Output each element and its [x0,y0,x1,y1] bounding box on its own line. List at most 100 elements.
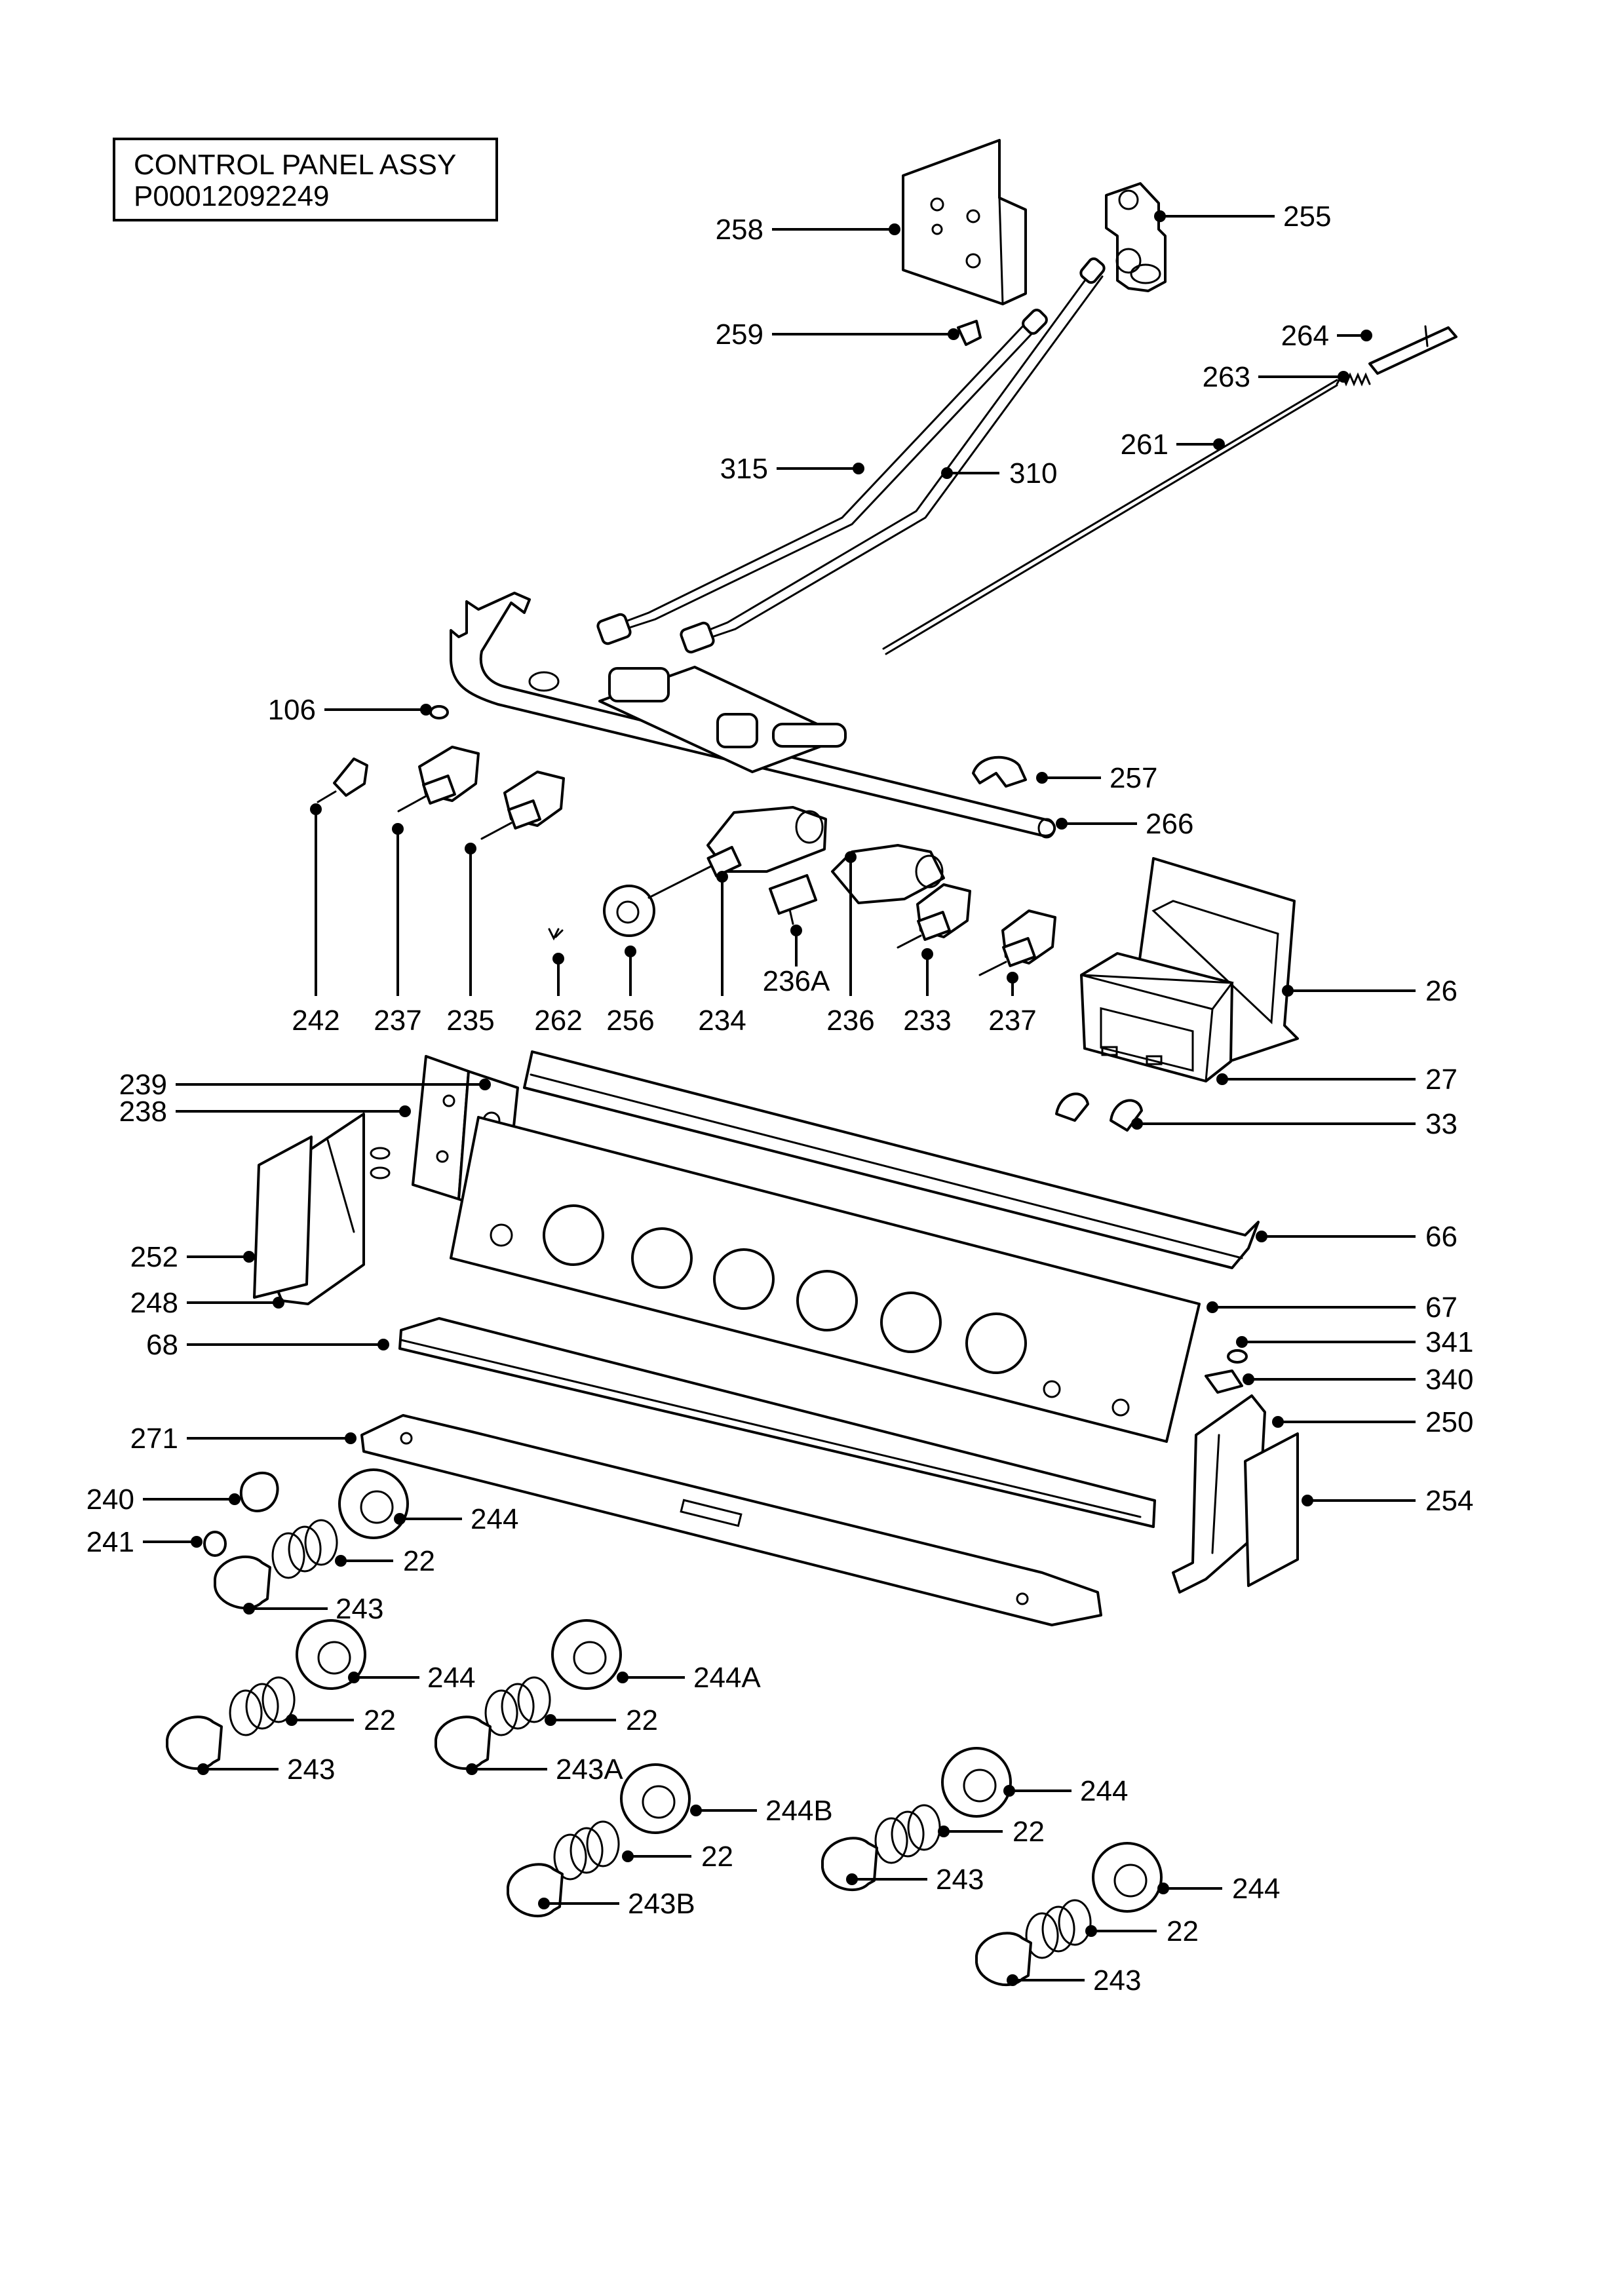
tap-236 [768,844,945,925]
leader-dot [243,1251,255,1263]
callout-244c: 244 [1003,1775,1128,1807]
callout-250: 250 [1272,1406,1473,1438]
callout-240: 240 [87,1483,241,1516]
callout-27: 27 [1216,1063,1458,1096]
part-number-label: 33 [1425,1108,1458,1140]
leader-dot [846,1873,858,1885]
knob-caps-33 [1055,1092,1143,1132]
leader-dot [399,1105,411,1117]
callout-243c: 243 [846,1864,984,1896]
callout-237b: 237 [988,972,1037,1037]
leader-dot [465,843,476,854]
leader-dot [941,467,953,479]
leader-dot [1154,210,1166,222]
leader-dot [394,1513,406,1525]
part-number-label: 256 [606,1004,654,1037]
part-number-label: 258 [716,214,763,246]
leader-dot [1003,1785,1015,1797]
part-number-label: 259 [716,318,763,351]
callout-106: 106 [268,694,432,726]
insulation-252 [253,1136,313,1299]
leader-dot [889,223,900,235]
leader-dot [716,871,728,883]
part-number-label: 22 [403,1545,435,1577]
callout-259: 259 [716,318,959,351]
knob-set-1 [214,1468,409,1609]
callout-254: 254 [1302,1485,1473,1517]
part-number-label: 243 [936,1864,984,1896]
part-number-label: 271 [130,1423,178,1455]
part-number-label: 237 [988,1004,1036,1037]
leader-dot [1282,985,1294,997]
insulation-254 [1244,1432,1299,1587]
part-number-label: 250 [1425,1406,1473,1438]
rod-261 [882,379,1338,655]
callout-22b: 22 [286,1704,396,1736]
callout-264: 264 [1281,320,1372,352]
callout-66: 66 [1256,1221,1458,1253]
leader-dot [243,1603,255,1615]
part-number-label: 22 [626,1704,658,1736]
part-number-label: 234 [698,1004,746,1037]
part-number-label: 238 [119,1096,167,1128]
part-number-label: 341 [1425,1326,1473,1358]
leader-dot [197,1763,209,1775]
clip-257 [972,756,1027,788]
clip-262 [548,928,564,941]
knob-set-2 [166,1619,366,1770]
callout-239: 239 [119,1069,491,1101]
callout-315: 315 [720,453,864,485]
leader-dot [1256,1231,1267,1242]
tap-237-right [978,909,1056,976]
leader-dot [622,1850,634,1862]
callout-67: 67 [1207,1292,1458,1324]
callout-255: 255 [1154,201,1331,233]
leader-dot [853,463,864,474]
part-number-label: 244 [1080,1775,1128,1807]
part-number-label: 264 [1281,320,1329,352]
diagram-title: CONTROL PANEL ASSY [134,149,457,181]
callout-257: 257 [1036,762,1157,794]
leader-dot [1157,1883,1169,1894]
knob-set-6 [975,1842,1163,1986]
pipe-310 [680,257,1106,654]
injector-259 [957,320,982,346]
leader-dot [545,1714,556,1726]
leader-dot [420,704,432,716]
leader-dot [552,953,564,965]
leader-dot [377,1339,389,1350]
part-number-label: 22 [701,1841,733,1873]
thermocouple-cap-256 [603,885,655,937]
valve-255 [1105,182,1167,292]
leader-dot [1361,330,1372,341]
pin-264 [1368,325,1458,375]
top-trim-66 [523,1050,1260,1269]
part-number-label: 239 [119,1069,167,1101]
part-number-label: 236A [763,965,830,997]
tap-233 [897,883,971,949]
callout-340: 340 [1243,1364,1473,1396]
part-number-label: 233 [903,1004,951,1037]
leader-dot [335,1555,347,1567]
part-number-label: 243A [556,1753,623,1786]
part-number-label: 263 [1203,361,1250,393]
callout-266: 266 [1056,808,1193,840]
callout-237a: 237 [374,823,422,1037]
bracket-258 [902,139,1027,305]
part-number-label: 257 [1110,762,1157,794]
gas-manifold-266 [450,592,1056,839]
callout-252: 252 [130,1241,255,1273]
part-number-label: 254 [1425,1485,1473,1517]
callout-22f: 22 [1085,1915,1199,1947]
part-number-label: 106 [268,694,316,726]
leader-dot [479,1079,491,1090]
callout-241: 241 [87,1526,203,1558]
leader-dot [1036,772,1048,784]
part-number-label: 241 [87,1526,134,1558]
callout-243A: 243A [466,1753,623,1786]
leader-dot [1131,1118,1143,1130]
lower-trim-68 [398,1317,1156,1528]
callout-244b: 244 [348,1662,475,1694]
part-number-label: 262 [534,1004,582,1037]
